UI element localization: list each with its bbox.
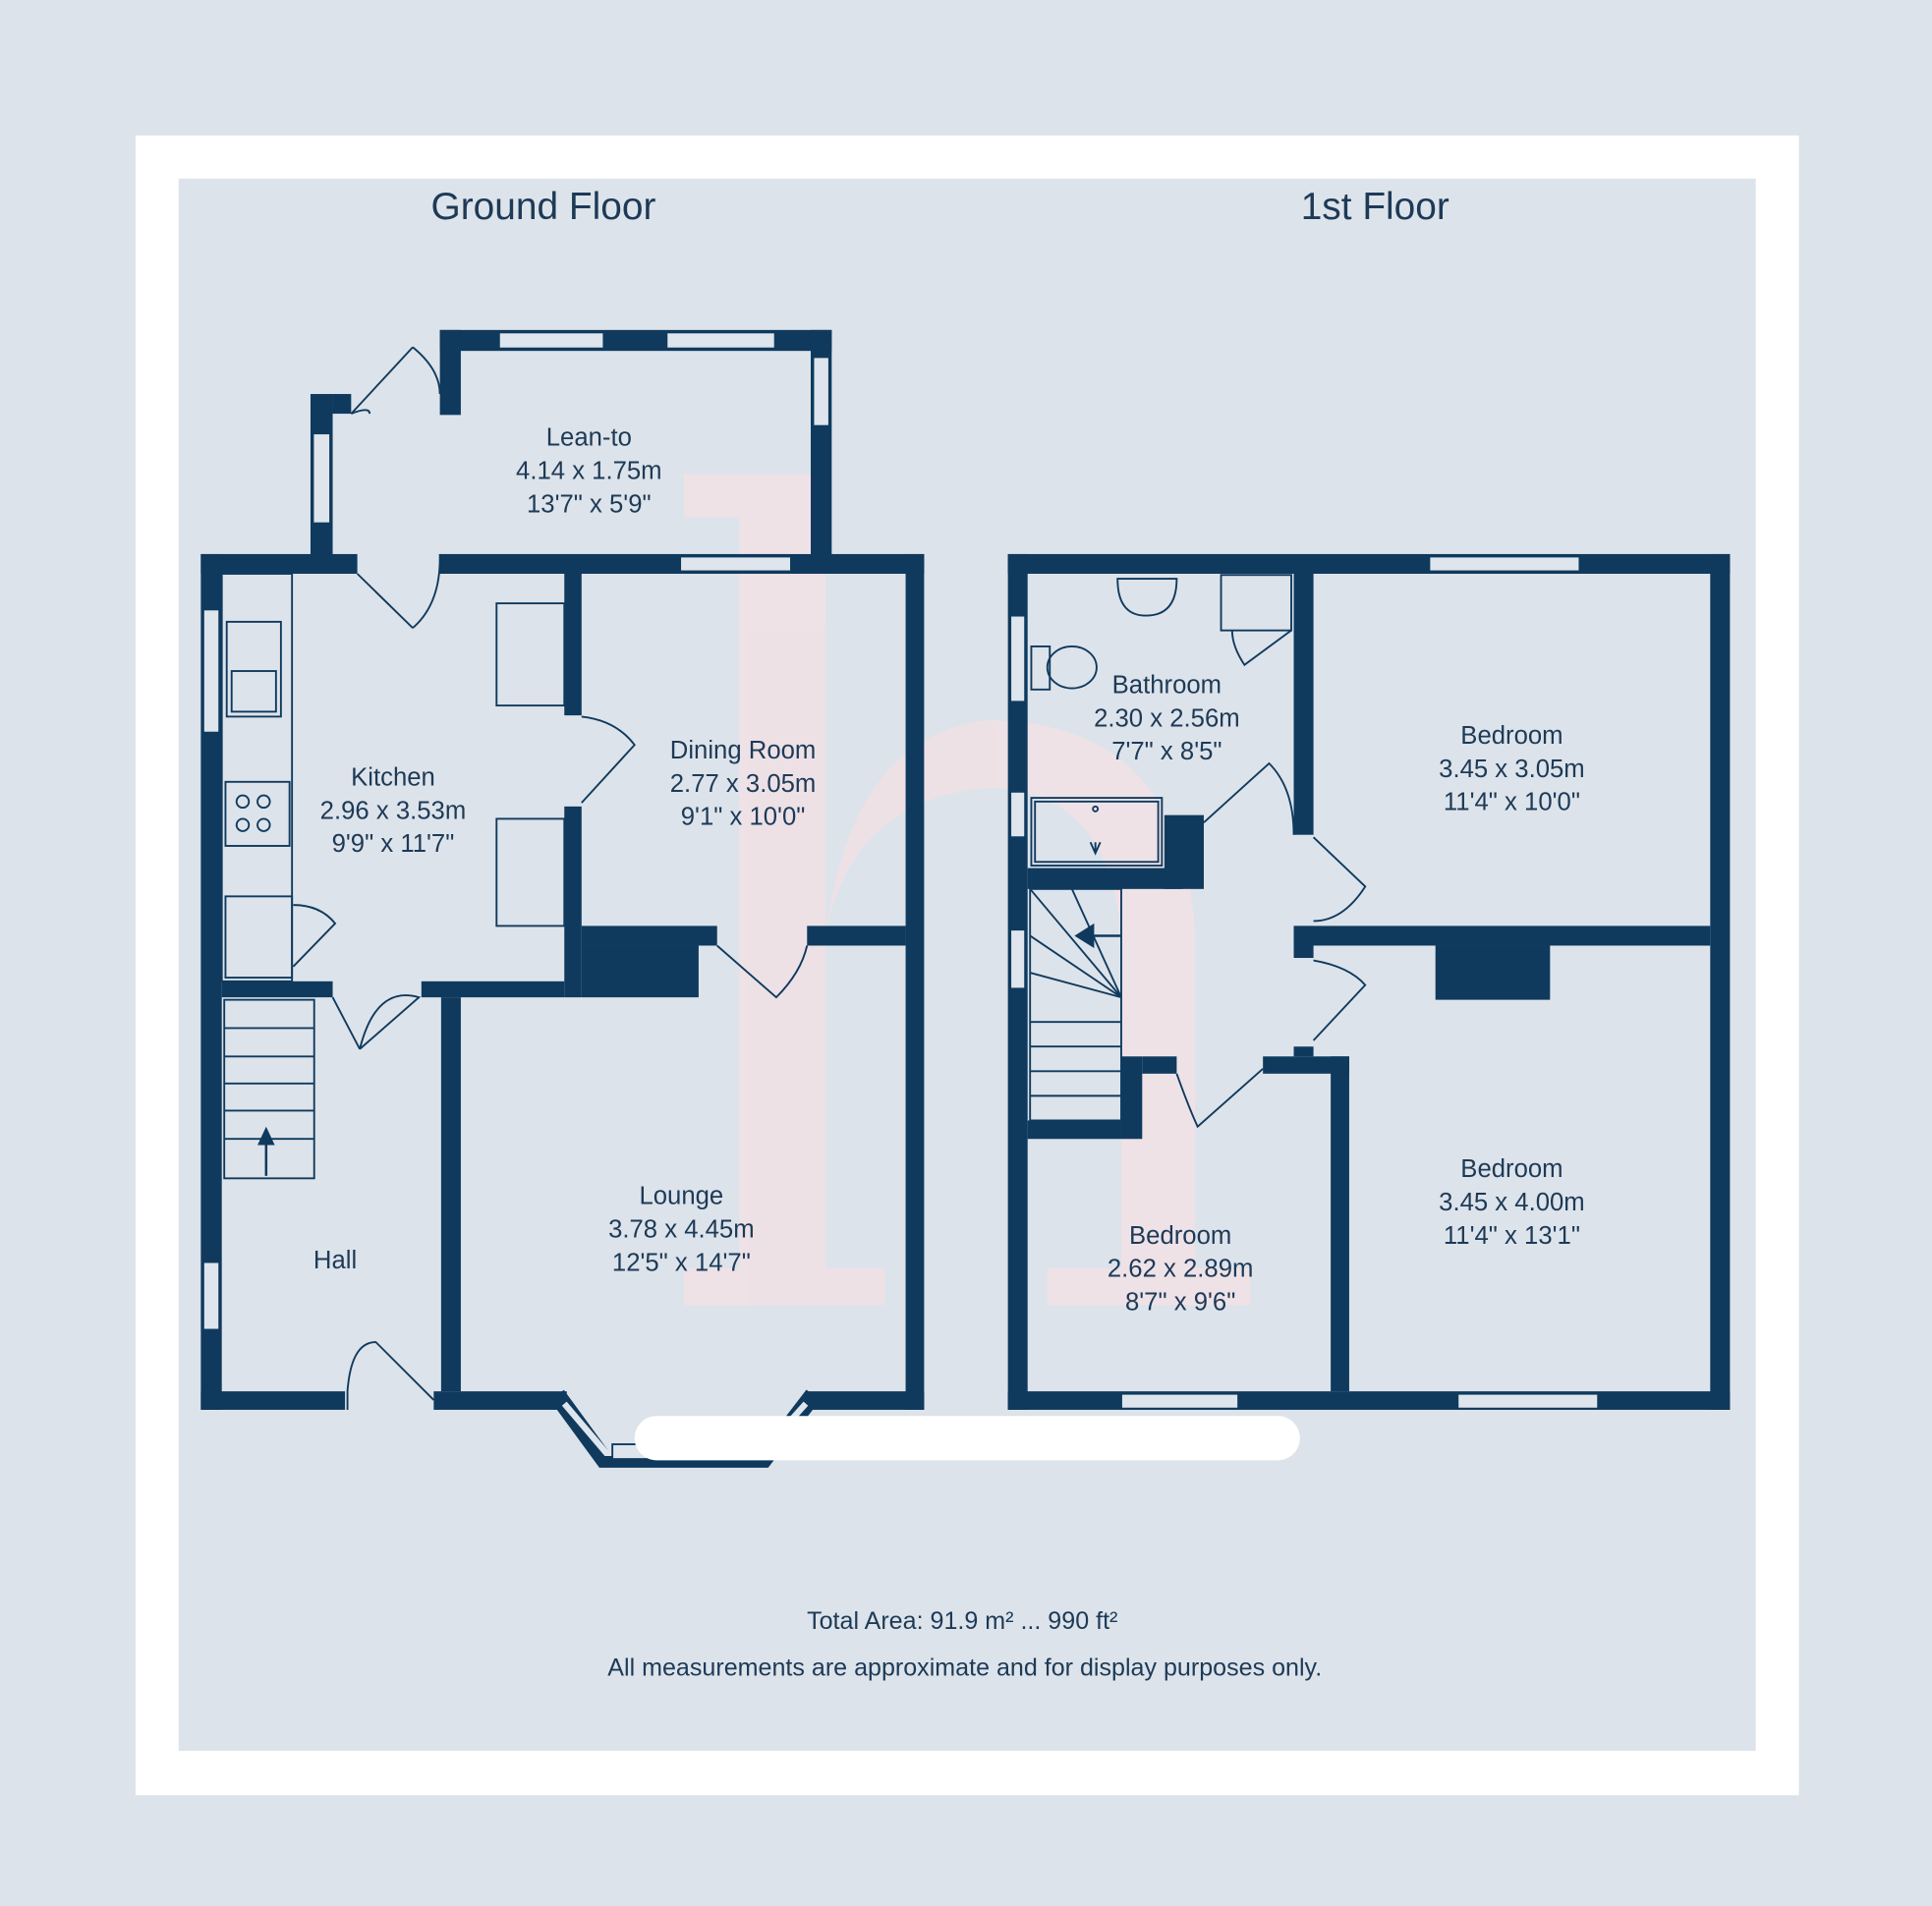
room-imperial: 12'5" x 14'7"	[612, 1249, 751, 1276]
room-name: Bathroom	[1112, 672, 1222, 700]
room-name: Bedroom	[1129, 1222, 1231, 1250]
room-bedroom-1: Bedroom 3.45 x 3.05m 11'4" x 10'0"	[1439, 722, 1585, 816]
room-hall: Hall	[313, 1247, 357, 1274]
room-imperial: 7'7" x 8'5"	[1111, 738, 1222, 765]
room-bedroom-2: Bedroom 2.62 x 2.89m 8'7" x 9'6"	[1108, 1222, 1254, 1317]
room-name: Lounge	[639, 1183, 723, 1210]
room-imperial: 13'7" x 5'9"	[527, 490, 652, 518]
ground-stairs	[223, 998, 315, 1180]
room-lean-to: Lean-to 4.14 x 1.75m 13'7" x 5'9"	[516, 424, 662, 519]
room-metric: 2.30 x 2.56m	[1094, 704, 1240, 732]
room-metric: 2.62 x 2.89m	[1108, 1256, 1254, 1283]
room-metric: 2.77 x 3.05m	[670, 770, 817, 798]
room-name: Kitchen	[351, 764, 435, 792]
room-imperial: 8'7" x 9'6"	[1125, 1288, 1235, 1316]
room-name: Bedroom	[1460, 722, 1563, 750]
ground-floor-title: Ground Floor	[430, 186, 655, 228]
first-floor-fittings	[1029, 574, 1367, 1129]
room-kitchen: Kitchen 2.96 x 3.53m 9'9" x 11'7"	[320, 764, 467, 859]
disclaimer: All measurements are approximate and for…	[607, 1654, 1322, 1682]
room-dining-room: Dining Room 2.77 x 3.05m 9'1" x 10'0"	[670, 737, 817, 831]
room-imperial: 11'4" x 13'1"	[1444, 1222, 1580, 1250]
first-floor-walls	[1007, 553, 1731, 1410]
room-lounge: Lounge 3.78 x 4.45m 12'5" x 14'7"	[608, 1183, 755, 1277]
room-imperial: 9'9" x 11'7"	[332, 830, 455, 858]
room-imperial: 11'4" x 10'0"	[1444, 789, 1580, 816]
room-metric: 3.78 x 4.45m	[608, 1216, 755, 1244]
room-imperial: 9'1" x 10'0"	[681, 804, 806, 831]
room-metric: 3.45 x 4.00m	[1439, 1189, 1585, 1216]
scroll-pill	[634, 1416, 1300, 1461]
ground-floor-walls	[200, 329, 925, 1468]
room-name: Bedroom	[1460, 1155, 1563, 1183]
first-floor-stairs	[1029, 887, 1122, 1122]
room-name: Lean-to	[546, 424, 632, 452]
ground-floor-fittings	[220, 346, 809, 1410]
room-bathroom: Bathroom 2.30 x 2.56m 7'7" x 8'5"	[1094, 672, 1240, 766]
room-metric: 4.14 x 1.75m	[516, 458, 662, 485]
room-metric: 2.96 x 3.53m	[320, 797, 467, 824]
total-area: Total Area: 91.9 m² ... 990 ft²	[807, 1607, 1117, 1635]
first-floor-title: 1st Floor	[1301, 186, 1449, 228]
room-metric: 3.45 x 3.05m	[1439, 756, 1585, 783]
room-name: Dining Room	[670, 737, 817, 764]
room-bedroom-3: Bedroom 3.45 x 4.00m 11'4" x 13'1"	[1439, 1155, 1585, 1250]
